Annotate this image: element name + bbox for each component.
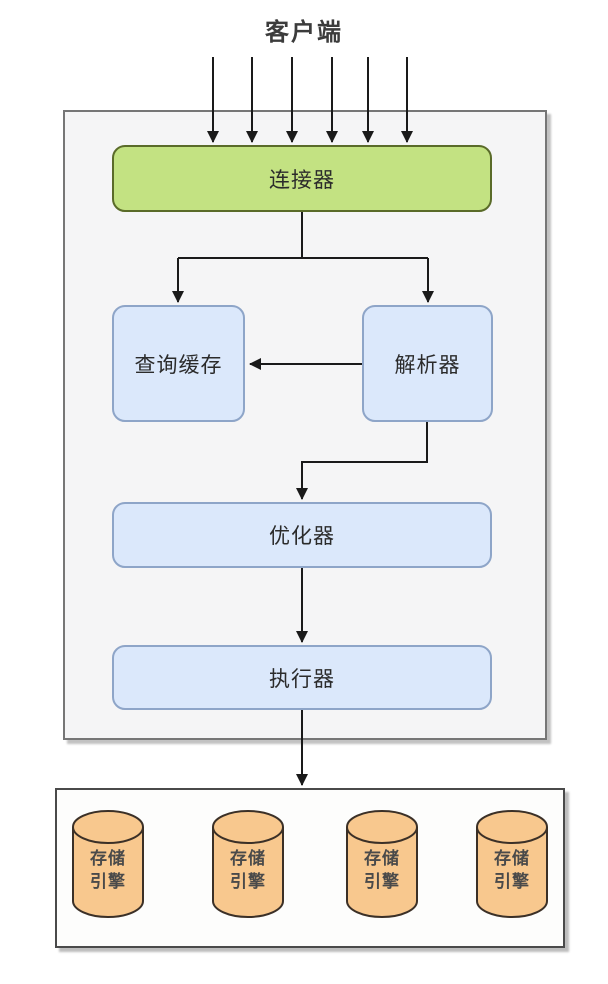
optimizer-label: 优化器 <box>269 525 335 548</box>
storage-engine-label: 存储 引擎 <box>90 849 126 891</box>
storage-engine-label: 存储 引擎 <box>364 849 400 891</box>
executor-box: 执行器 <box>112 645 492 710</box>
connector-box: 连接器 <box>112 145 492 212</box>
database-cylinder-icon <box>212 810 284 918</box>
optimizer-box: 优化器 <box>112 502 492 568</box>
database-cylinder-icon <box>476 810 548 918</box>
connector-label: 连接器 <box>269 168 335 192</box>
database-cylinder-icon <box>72 810 144 918</box>
storage-layer-box: 存储 引擎 存储 引擎 存储 引擎 存储 引擎 <box>55 788 565 948</box>
storage-engine-label: 存储 引擎 <box>494 849 530 891</box>
storage-engine-cylinder: 存储 引擎 <box>476 810 548 920</box>
query-cache-box: 查询缓存 <box>112 305 245 422</box>
storage-engine-cylinder: 存储 引擎 <box>72 810 144 920</box>
query-cache-label: 查询缓存 <box>134 353 223 377</box>
storage-engine-cylinder: 存储 引擎 <box>346 810 418 920</box>
parser-label: 解析器 <box>394 353 461 377</box>
client-title: 客户端 <box>265 19 343 46</box>
storage-engine-label: 存储 引擎 <box>230 849 266 891</box>
executor-label: 执行器 <box>269 667 335 691</box>
parser-box: 解析器 <box>362 305 493 422</box>
database-cylinder-icon <box>346 810 418 918</box>
storage-engine-cylinder: 存储 引擎 <box>212 810 284 920</box>
